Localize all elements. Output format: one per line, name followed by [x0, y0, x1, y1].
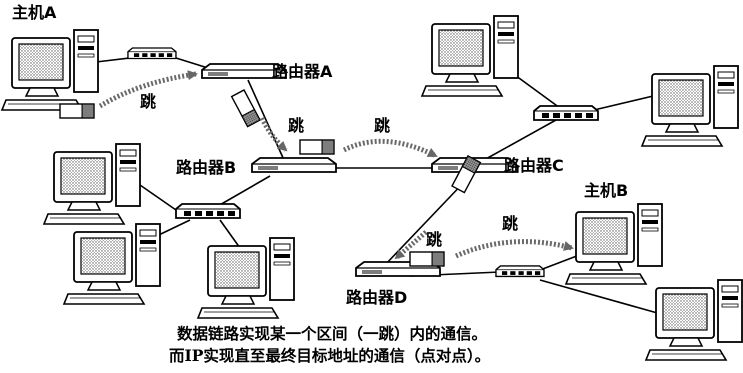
hop-label-2: 跳: [288, 116, 305, 135]
packet-5: [409, 251, 445, 267]
hub-host-b: [495, 265, 545, 278]
packet-3: [299, 139, 335, 155]
hop-arrows: [98, 70, 574, 260]
router-d-label: 路由器D: [346, 288, 408, 307]
packet-1: [59, 103, 95, 119]
hop-label-3: 跳: [374, 116, 391, 135]
computer-left-3: [197, 237, 295, 319]
computer-left-2: [63, 223, 161, 305]
host-a-label: 主机A: [12, 3, 57, 22]
hop-label-4: 跳: [426, 230, 443, 249]
hub-host-a: [127, 47, 177, 60]
router-c-label: 路由器C: [504, 156, 564, 175]
host-a-computer: [1, 29, 99, 111]
router-b-label: 路由器B: [176, 158, 237, 177]
host-b-label: 主机B: [584, 181, 629, 200]
computer-top-right-1: [421, 15, 519, 97]
computer-left-1: [43, 143, 141, 225]
host-b-computer: [565, 203, 663, 285]
hub-left: [175, 203, 241, 219]
router-b: [251, 157, 337, 173]
caption-line-1: 数据链路实现某一个区间（一跳）内的通信。: [177, 324, 488, 343]
router-a-label: 路由器A: [272, 62, 333, 81]
hub-right: [533, 105, 599, 121]
hop-label-1: 跳: [140, 92, 157, 111]
caption-line-2: 而IP实现直至最终目标地址的通信（点对点）。: [169, 346, 491, 365]
computer-top-right-2: [641, 65, 739, 147]
hop-label-5: 跳: [502, 214, 519, 233]
